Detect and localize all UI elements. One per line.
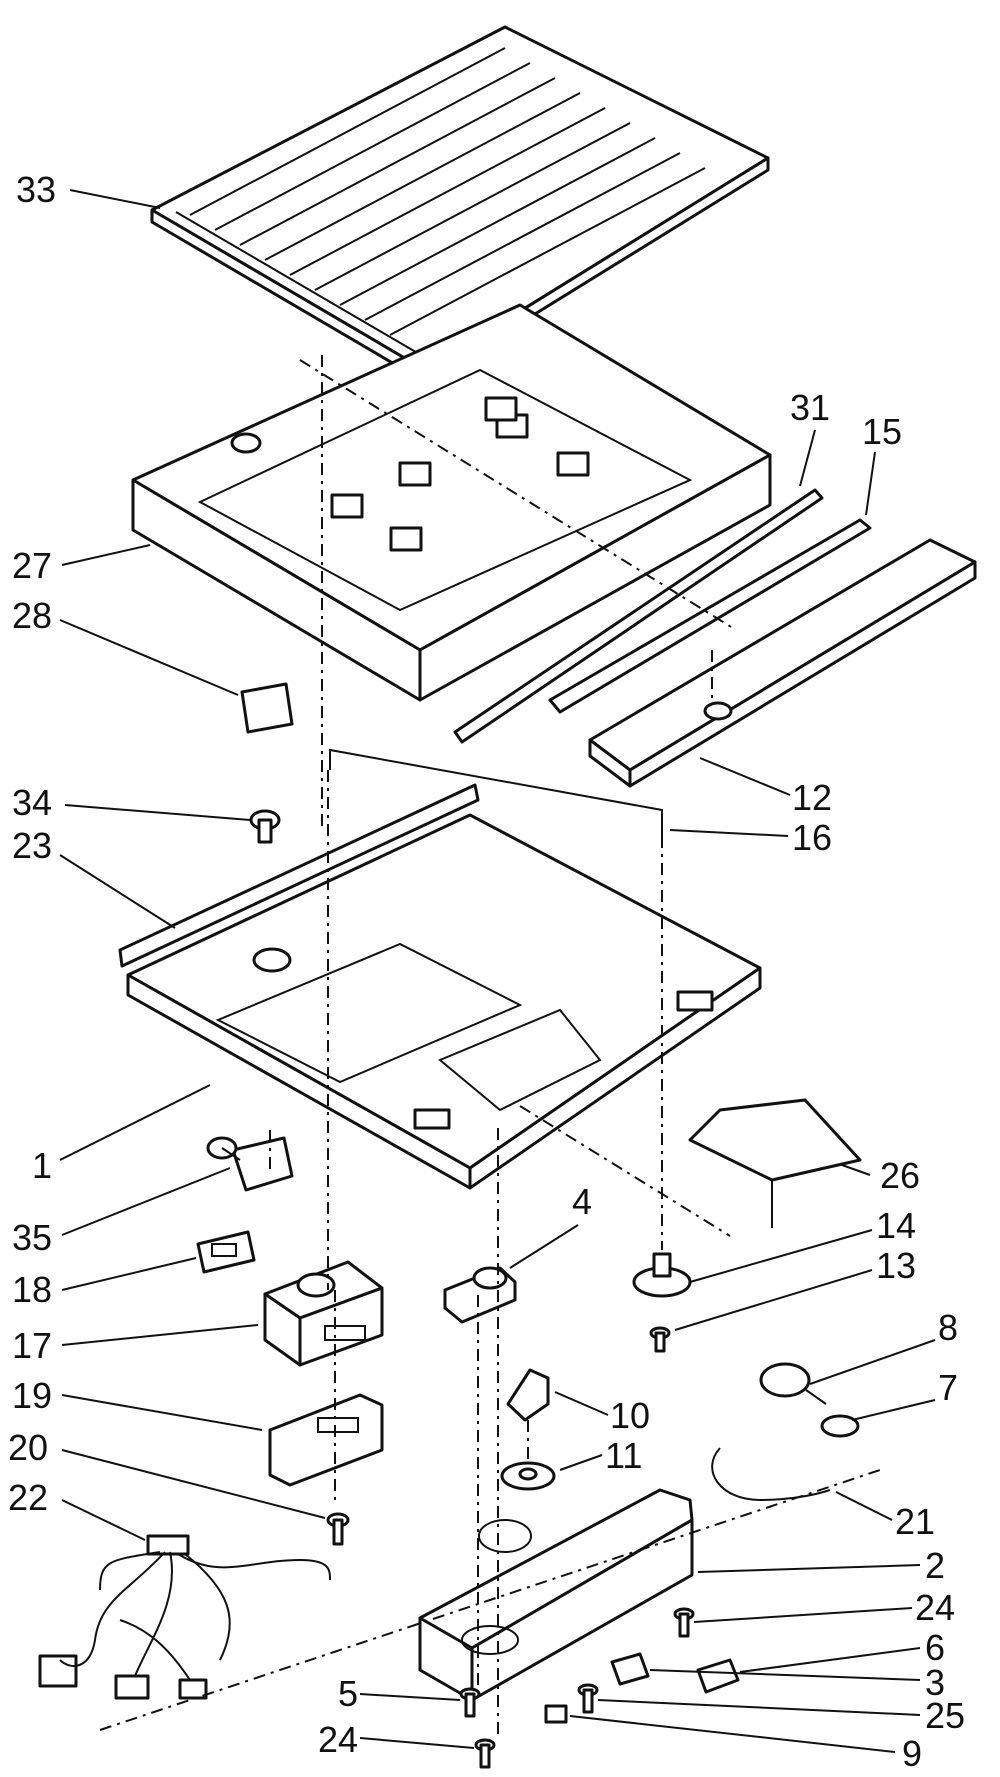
part-10-switch [506,1368,550,1422]
part-33-top-grille [150,25,770,384]
part-5-screw [459,1687,481,1718]
part-25-screw [577,1683,599,1714]
callout-label: 1 [32,1145,52,1186]
callout-labels: 33 31 15 27 28 12 34 16 23 1 26 35 4 14 … [8,169,965,1774]
part-26-shroud [688,1098,862,1228]
callout-label: 15 [862,411,902,452]
part-28-block [240,682,294,734]
callout-label: 18 [12,1269,52,1310]
callout-label: 8 [938,1307,958,1348]
callout-label: 19 [12,1375,52,1416]
part-17-control-housing [263,1260,384,1367]
callout-label: 9 [902,1733,922,1774]
part-22-wire-harness [38,1534,331,1700]
part-23-cover-plate [118,783,762,1190]
callout-label: 33 [16,169,56,210]
callout-label: 22 [8,1477,48,1518]
part-24-screw-bottom [474,1738,496,1769]
callout-label: 20 [8,1427,48,1468]
part-18-plate [196,1230,256,1274]
part-12-rail [588,538,977,788]
part-13-screw [649,1326,671,1353]
callout-label: 21 [895,1501,935,1542]
callout-label: 10 [610,1395,650,1436]
callout-label: 2 [925,1545,945,1586]
part-24-screw-right [673,1607,695,1638]
leader-lines [59,189,936,1753]
callout-label: 27 [12,545,52,586]
part-9-plug [544,1704,568,1724]
part-6-switch [696,1658,740,1694]
part-15-strip [548,518,872,714]
part-27-housing-tray [131,303,772,702]
callout-label: 5 [338,1673,358,1714]
callout-label: 26 [880,1155,920,1196]
callout-label: 23 [12,825,52,866]
callout-label: 25 [925,1695,965,1736]
callout-label: 11 [605,1435,642,1476]
part-7-socket [820,1414,860,1438]
part-2-base-tray [418,1488,694,1702]
callout-label: 24 [318,1719,358,1760]
callout-label: 28 [12,595,52,636]
callout-label: 3 [925,1662,945,1703]
part-21-wire [711,1447,831,1502]
part-34-screw [249,809,281,844]
callout-label: 35 [12,1217,52,1258]
part-8-bulb [759,1362,827,1405]
callout-label: 14 [876,1205,916,1246]
callout-label: 16 [792,817,832,858]
part-3-switch [610,1652,650,1686]
callout-label: 24 [915,1587,955,1628]
assembly-centerlines [99,355,881,1740]
callout-label: 17 [12,1325,52,1366]
part-19-bracket [268,1393,384,1487]
callout-label: 12 [792,777,832,818]
part-20-screw [326,1512,350,1546]
callout-label: 31 [790,387,830,428]
callout-label: 13 [876,1245,916,1286]
part-14-grommet [632,1252,692,1298]
callout-label: 4 [572,1181,592,1222]
part-31-strip [453,488,824,744]
part-11-washer [500,1461,556,1491]
callout-label: 7 [938,1367,958,1408]
part-16-wire-rod [329,748,663,836]
callout-label: 6 [925,1627,945,1668]
part-35-knob [206,1136,294,1192]
part-4-bushing [443,1266,517,1324]
callout-label: 34 [12,782,52,823]
